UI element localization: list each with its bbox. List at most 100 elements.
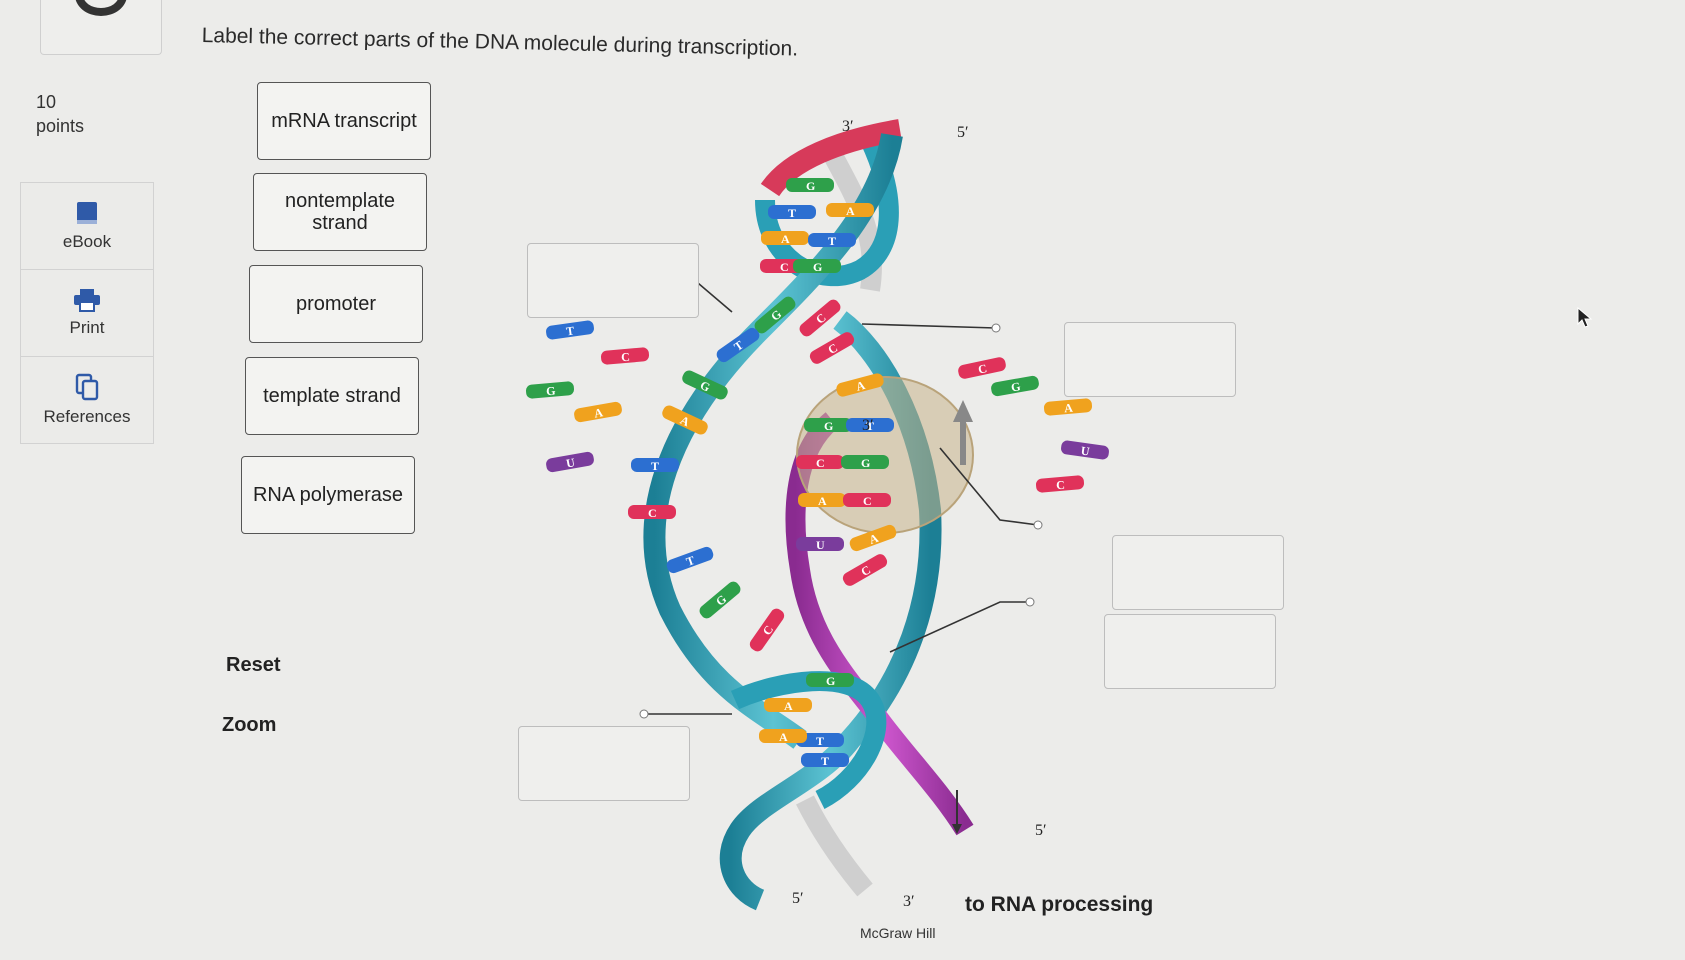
- nucleotide-letter: G: [545, 384, 556, 399]
- leader-line-4: [889, 601, 1030, 653]
- reset-button[interactable]: Reset: [226, 654, 281, 676]
- sidebar-item-ebook[interactable]: eBook: [21, 183, 153, 270]
- nucleotide-letter: C: [977, 361, 988, 376]
- leader-line-2: [861, 323, 997, 329]
- nucleotide-c: C: [958, 357, 1006, 379]
- nucleotide-body: [991, 375, 1039, 397]
- nucleotide-c: C: [628, 505, 676, 520]
- nucleotide-letter: T: [866, 419, 874, 433]
- nucleotide-a: A: [574, 401, 622, 423]
- label-chip-promoter[interactable]: promoter: [249, 265, 423, 343]
- nucleotide-a: A: [759, 729, 807, 744]
- drop-target-4[interactable]: [1104, 614, 1276, 689]
- drop-target-1[interactable]: [527, 243, 699, 318]
- nucleotide-letter: C: [1055, 478, 1065, 493]
- nucleotide-body: [843, 493, 891, 507]
- nucleotide-letter: T: [565, 323, 575, 338]
- points-unit: points: [36, 116, 85, 136]
- nucleotide-body: [836, 373, 884, 397]
- nucleotide-letter: C: [620, 350, 630, 365]
- nucleotide-g: G: [793, 259, 841, 274]
- nucleotide-body: [846, 418, 894, 432]
- nucleotide-body: [631, 458, 679, 472]
- drop-target-2[interactable]: [1064, 322, 1236, 397]
- nucleotide-body: [546, 451, 594, 473]
- nucleotide-u: U: [796, 537, 844, 552]
- nucleotide-body: [749, 608, 785, 652]
- nucleotide-t: T: [768, 205, 816, 220]
- nucleotide-a: A: [761, 231, 809, 246]
- nucleotide-t: T: [631, 458, 679, 473]
- nucleotide-letter: G: [813, 260, 822, 274]
- nucleotide-body: [808, 233, 856, 247]
- zoom-button[interactable]: Zoom: [222, 714, 277, 736]
- dna-strand-bottom: [730, 671, 887, 809]
- drop-target-5[interactable]: [518, 726, 690, 801]
- nucleotide-body: [1061, 440, 1109, 460]
- nucleotide-t: T: [801, 753, 849, 768]
- label-chip-nontemplate-strand[interactable]: nontemplate strand: [253, 173, 427, 251]
- nucleotide-g: G: [786, 178, 834, 193]
- nucleotide-a: A: [662, 405, 708, 435]
- nucleotide-a: A: [1043, 398, 1093, 416]
- nucleotide-letter: A: [784, 699, 793, 713]
- nucleotide-g: G: [991, 375, 1039, 397]
- nucleotide-body: [809, 332, 855, 364]
- nucleotide-g: G: [841, 455, 889, 470]
- nucleotide-body: [525, 381, 575, 399]
- nucleotide-body: [801, 753, 849, 767]
- end-label-3prime-top: 3′: [842, 118, 854, 135]
- nucleotide-letter: A: [781, 232, 790, 246]
- nucleotide-body: [574, 401, 622, 423]
- nucleotide-body: [764, 698, 812, 712]
- nucleotide-letter: C: [863, 494, 872, 508]
- nucleotide-t: T: [546, 320, 594, 340]
- nucleotide-letter: U: [1080, 444, 1091, 459]
- drop-target-3[interactable]: [1112, 535, 1284, 610]
- label-chip-mrna-transcript[interactable]: mRNA transcript: [257, 82, 431, 160]
- leader-dot-3: [1033, 520, 1043, 530]
- nucleotide-body: [786, 178, 834, 192]
- nucleotide-c: C: [796, 455, 844, 470]
- rna-strand: [785, 412, 974, 836]
- sidebar-item-label: References: [43, 407, 131, 426]
- dna-strand-top-back: [755, 135, 899, 287]
- processing-label: to RNA processing: [965, 893, 1154, 916]
- nucleotide-g: G: [525, 381, 575, 399]
- nucleotide-a: A: [798, 493, 846, 508]
- nucleotide-body: [826, 203, 874, 217]
- label-chip-template-strand[interactable]: template strand: [245, 357, 419, 435]
- end-label-5prime-rna: 5′: [1035, 822, 1047, 839]
- book-icon: [77, 202, 97, 224]
- cursor-icon: [1577, 307, 1593, 328]
- nucleotide-body: [662, 405, 708, 435]
- nucleotide-body: [768, 205, 816, 219]
- ring-icon: [75, 0, 127, 16]
- nucleotide-body: [849, 524, 897, 552]
- nucleotide-letter: G: [826, 674, 835, 688]
- nucleotide-body: [666, 546, 714, 574]
- nucleotide-body: [546, 320, 594, 340]
- label-chip-rna-polymerase[interactable]: RNA polymerase: [241, 456, 415, 534]
- nucleotide-letter: C: [816, 456, 825, 470]
- nucleotide-g: G: [804, 418, 852, 433]
- nucleotide-g: G: [682, 370, 728, 400]
- nucleotide-body: [600, 347, 650, 365]
- nucleotide-body: [842, 554, 888, 586]
- nucleotide-body: [699, 581, 741, 619]
- sidebar: eBook Print References: [20, 182, 154, 444]
- leader-dot-4: [1025, 597, 1035, 607]
- nucleotide-body: [958, 357, 1006, 379]
- nucleotide-body: [793, 259, 841, 273]
- sidebar-item-label: Print: [69, 318, 105, 337]
- sidebar-item-references[interactable]: References: [21, 357, 153, 443]
- nucleotide-letter: T: [816, 734, 824, 748]
- nucleotide-letter: G: [1010, 379, 1022, 394]
- nucleotide-u: U: [1061, 440, 1109, 460]
- sidebar-item-print[interactable]: Print: [21, 270, 153, 357]
- end-label-3prime-bubble: 3′: [862, 417, 874, 434]
- end-label-3prime-bottom: 3′: [903, 893, 915, 910]
- publisher-credit: McGraw Hill: [860, 925, 936, 941]
- nucleotide-t: T: [808, 233, 856, 248]
